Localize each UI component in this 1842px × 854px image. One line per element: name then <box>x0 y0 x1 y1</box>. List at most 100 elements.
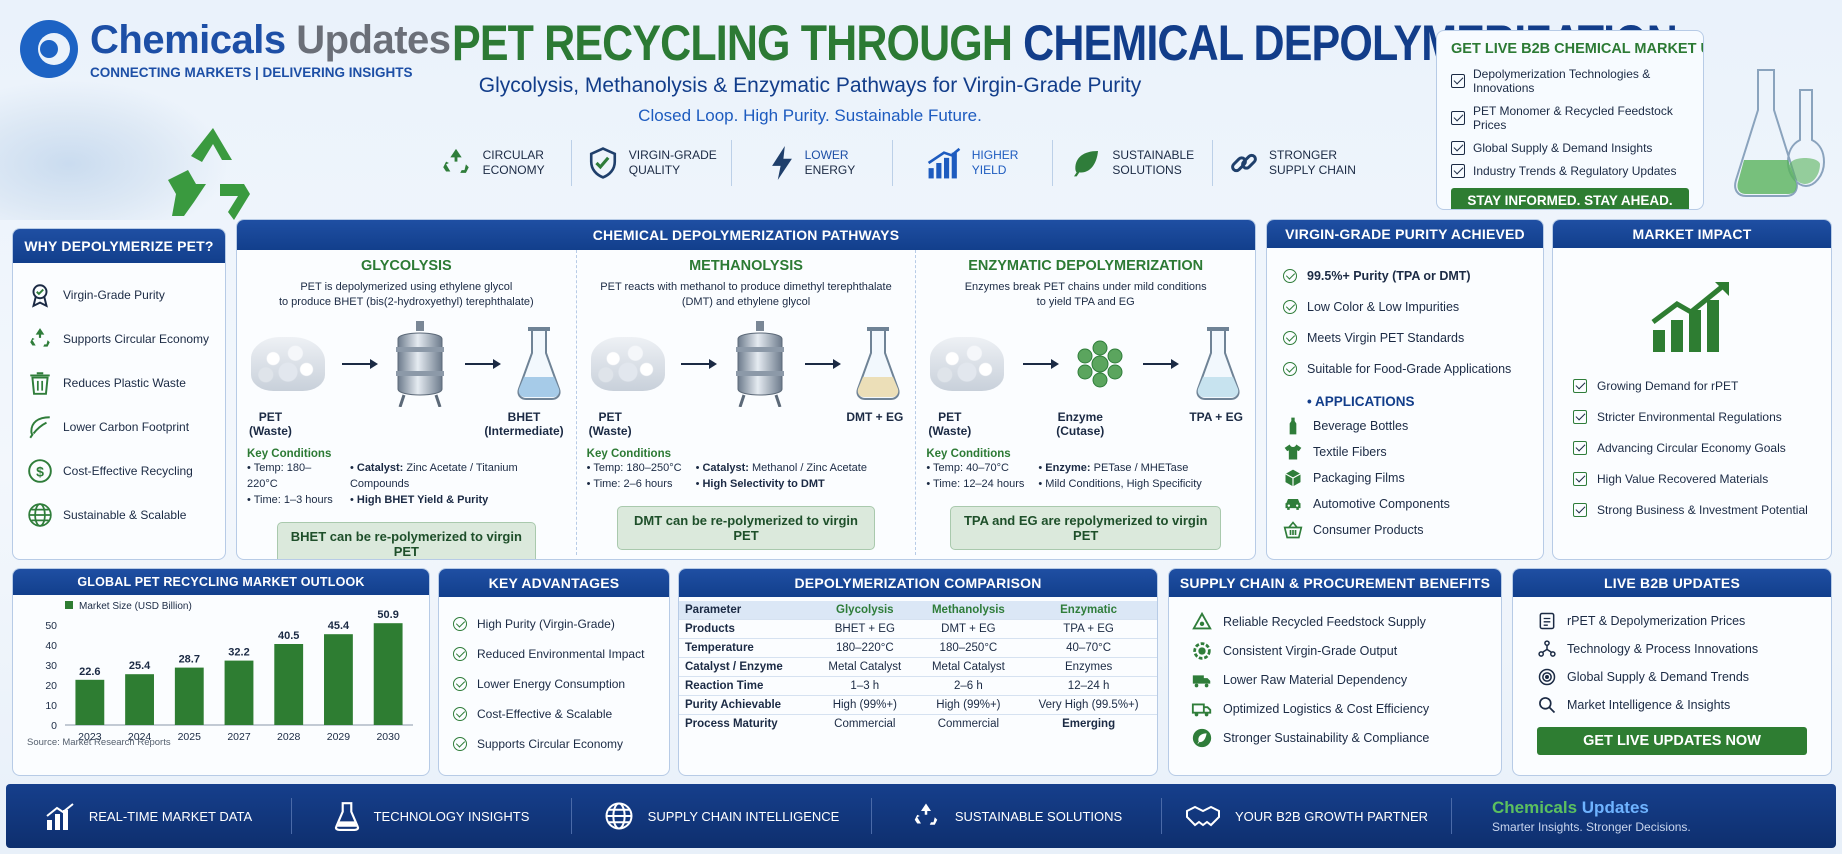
footer-item[interactable]: SUSTAINABLE SOLUTIONS <box>872 798 1162 834</box>
brand-name-a: Chemicals <box>90 17 286 62</box>
basket-icon <box>1283 521 1303 539</box>
why-item: Supports Circular Economy <box>27 317 211 361</box>
title-part1: PET RECYCLING THROUGH <box>452 15 1013 71</box>
live-box-item: Global Supply & Demand Insights <box>1451 141 1689 155</box>
pathway-output: DMT + EG <box>846 410 904 424</box>
pathway-desc: PET is depolymerized using ethylene glyc… <box>300 281 513 293</box>
why-item: Reduces Plastic Waste <box>27 361 211 405</box>
condition-value: Zinc Acetate / Titanium Compounds <box>349 462 518 490</box>
footer-item[interactable]: SUPPLY CHAIN INTELLIGENCE <box>572 798 872 834</box>
data-label: 32.2 <box>228 647 249 659</box>
comparison-table: Parameter Glycolysis Methanolysis Enzyma… <box>679 601 1157 733</box>
why-item: Virgin-Grade Purity <box>27 273 211 317</box>
checkbox-icon <box>1573 502 1587 517</box>
footer-label: SUPPLY CHAIN INTELLIGENCE <box>647 808 840 824</box>
table-header: Enzymatic <box>1020 601 1157 620</box>
pathway-name: GLYCOLYSIS <box>360 258 452 274</box>
pathway-input-sub: (Waste) <box>249 424 292 438</box>
purity-item: Meets Virgin PET Standards <box>1283 322 1527 353</box>
recycle-triangle-icon <box>1192 611 1212 629</box>
bar <box>125 674 154 725</box>
market-item-label: Stricter Environmental Regulations <box>1597 409 1782 424</box>
handshake-icon <box>1185 805 1220 827</box>
result-pill: TPA and EG are repolymerized to virgin P… <box>950 506 1222 550</box>
feature-l1: SUSTAINABLE <box>1112 148 1195 162</box>
y-tick-label: 0 <box>51 720 57 732</box>
market-title: MARKET IMPACT <box>1553 220 1831 248</box>
main-tagline: Closed Loop. High Purity. Sustainable Fu… <box>638 106 982 125</box>
table-cell: Purity Achievable <box>679 695 814 715</box>
why-item-label: Cost-Effective Recycling <box>63 464 193 478</box>
why-item-label: Lower Carbon Footprint <box>63 420 190 434</box>
feature-l2: SUPPLY CHAIN <box>1268 163 1356 177</box>
advantage-item: High Purity (Virgin-Grade) <box>453 609 655 639</box>
lightning-icon <box>771 146 792 180</box>
footer-item[interactable]: TECHNOLOGY INSIGHTS <box>292 798 572 834</box>
check-circle-icon <box>1283 361 1297 376</box>
package-icon <box>1285 469 1301 487</box>
lab-flasks-icon <box>1734 69 1826 197</box>
live-box-item: PET Monomer & Recycled Feedstock Prices <box>1451 104 1689 132</box>
pet-pellets-image <box>251 337 325 391</box>
table-cell: High (99%+) <box>916 695 1021 715</box>
recycle-icon <box>914 803 938 825</box>
supply-item: Consistent Virgin-Grade Output <box>1191 636 1479 665</box>
table-cell: Catalyst / Enzyme <box>679 657 814 677</box>
recycle-icon <box>442 148 469 173</box>
x-tick-label: 2023 <box>78 731 102 743</box>
pathway-desc: to produce BHET (bis(2-hydroxyethyl) ter… <box>278 296 534 308</box>
checkbox-icon <box>1573 409 1587 424</box>
data-label: 40.5 <box>278 630 299 642</box>
bar <box>174 667 204 725</box>
flask-icon <box>1196 327 1240 400</box>
x-tick-label: 2029 <box>327 731 351 743</box>
live-box-item: Industry Trends & Regulatory Updates <box>1451 164 1689 178</box>
advantage-item: Reduced Environmental Impact <box>453 639 655 669</box>
stay-informed-button[interactable]: STAY INFORMED. STAY AHEAD. <box>1451 188 1689 209</box>
brand-logo[interactable]: Chemicals Updates CONNECTING MARKETS | D… <box>18 18 451 80</box>
y-tick-label: 20 <box>45 680 57 692</box>
footer-item[interactable]: YOUR B2B GROWTH PARTNER <box>1162 798 1452 834</box>
checkbox-icon <box>1451 164 1465 178</box>
table-cell: 12–24 h <box>1020 676 1157 696</box>
table-cell: BHET + EG <box>813 619 917 639</box>
chart-source: Source: Market Research Reports <box>27 737 171 748</box>
pathway-input: PET <box>598 410 622 424</box>
why-item-label: Supports Circular Economy <box>63 332 210 346</box>
bar <box>274 644 304 725</box>
purity-item-label: Low Color & Low Impurities <box>1307 299 1460 314</box>
check-circle-icon <box>453 707 467 721</box>
live-box-item-label: Global Supply & Demand Insights <box>1473 141 1653 155</box>
application-item: Consumer Products <box>1283 517 1527 543</box>
footer-label: TECHNOLOGY INSIGHTS <box>373 808 530 824</box>
footer-item[interactable]: REAL-TIME MARKET DATA <box>6 798 292 834</box>
why-card: WHY DEPOLYMERIZE PET? Virgin-Grade Purit… <box>12 228 226 560</box>
why-item: Lower Carbon Footprint <box>27 405 211 449</box>
supply-item-label: Stronger Sustainability & Compliance <box>1223 730 1430 745</box>
delivery-truck-icon <box>1191 703 1212 716</box>
magnifier-icon <box>1539 697 1556 714</box>
brand-tagline: CONNECTING MARKETS | DELIVERING INSIGHTS <box>90 64 413 80</box>
gear-check-icon <box>1193 641 1211 660</box>
footer-slogan: Smarter Insights. Stronger Decisions. <box>1492 820 1691 834</box>
growth-bars-icon <box>1651 282 1729 352</box>
market-item-label: Growing Demand for rPET <box>1597 378 1739 393</box>
get-live-updates-button[interactable]: GET LIVE UPDATES NOW <box>1537 727 1807 755</box>
data-label: 25.4 <box>129 660 151 672</box>
footer-brand[interactable]: Chemicals Updates Smarter Insights. Stro… <box>1452 798 1691 834</box>
advantage-label: Reduced Environmental Impact <box>477 647 645 661</box>
x-tick-label: 2024 <box>128 731 152 743</box>
pathway-output: BHET <box>507 410 541 424</box>
application-label: Textile Fibers <box>1313 445 1387 459</box>
tshirt-icon <box>1284 444 1302 460</box>
table-cell: Metal Catalyst <box>813 657 917 677</box>
footer-brand-a: Chemicals <box>1492 798 1578 817</box>
live-b2b-item: Technology & Process Innovations <box>1537 635 1807 663</box>
checkbox-icon <box>1451 111 1465 125</box>
pathway-input-sub: (Waste) <box>588 424 632 438</box>
